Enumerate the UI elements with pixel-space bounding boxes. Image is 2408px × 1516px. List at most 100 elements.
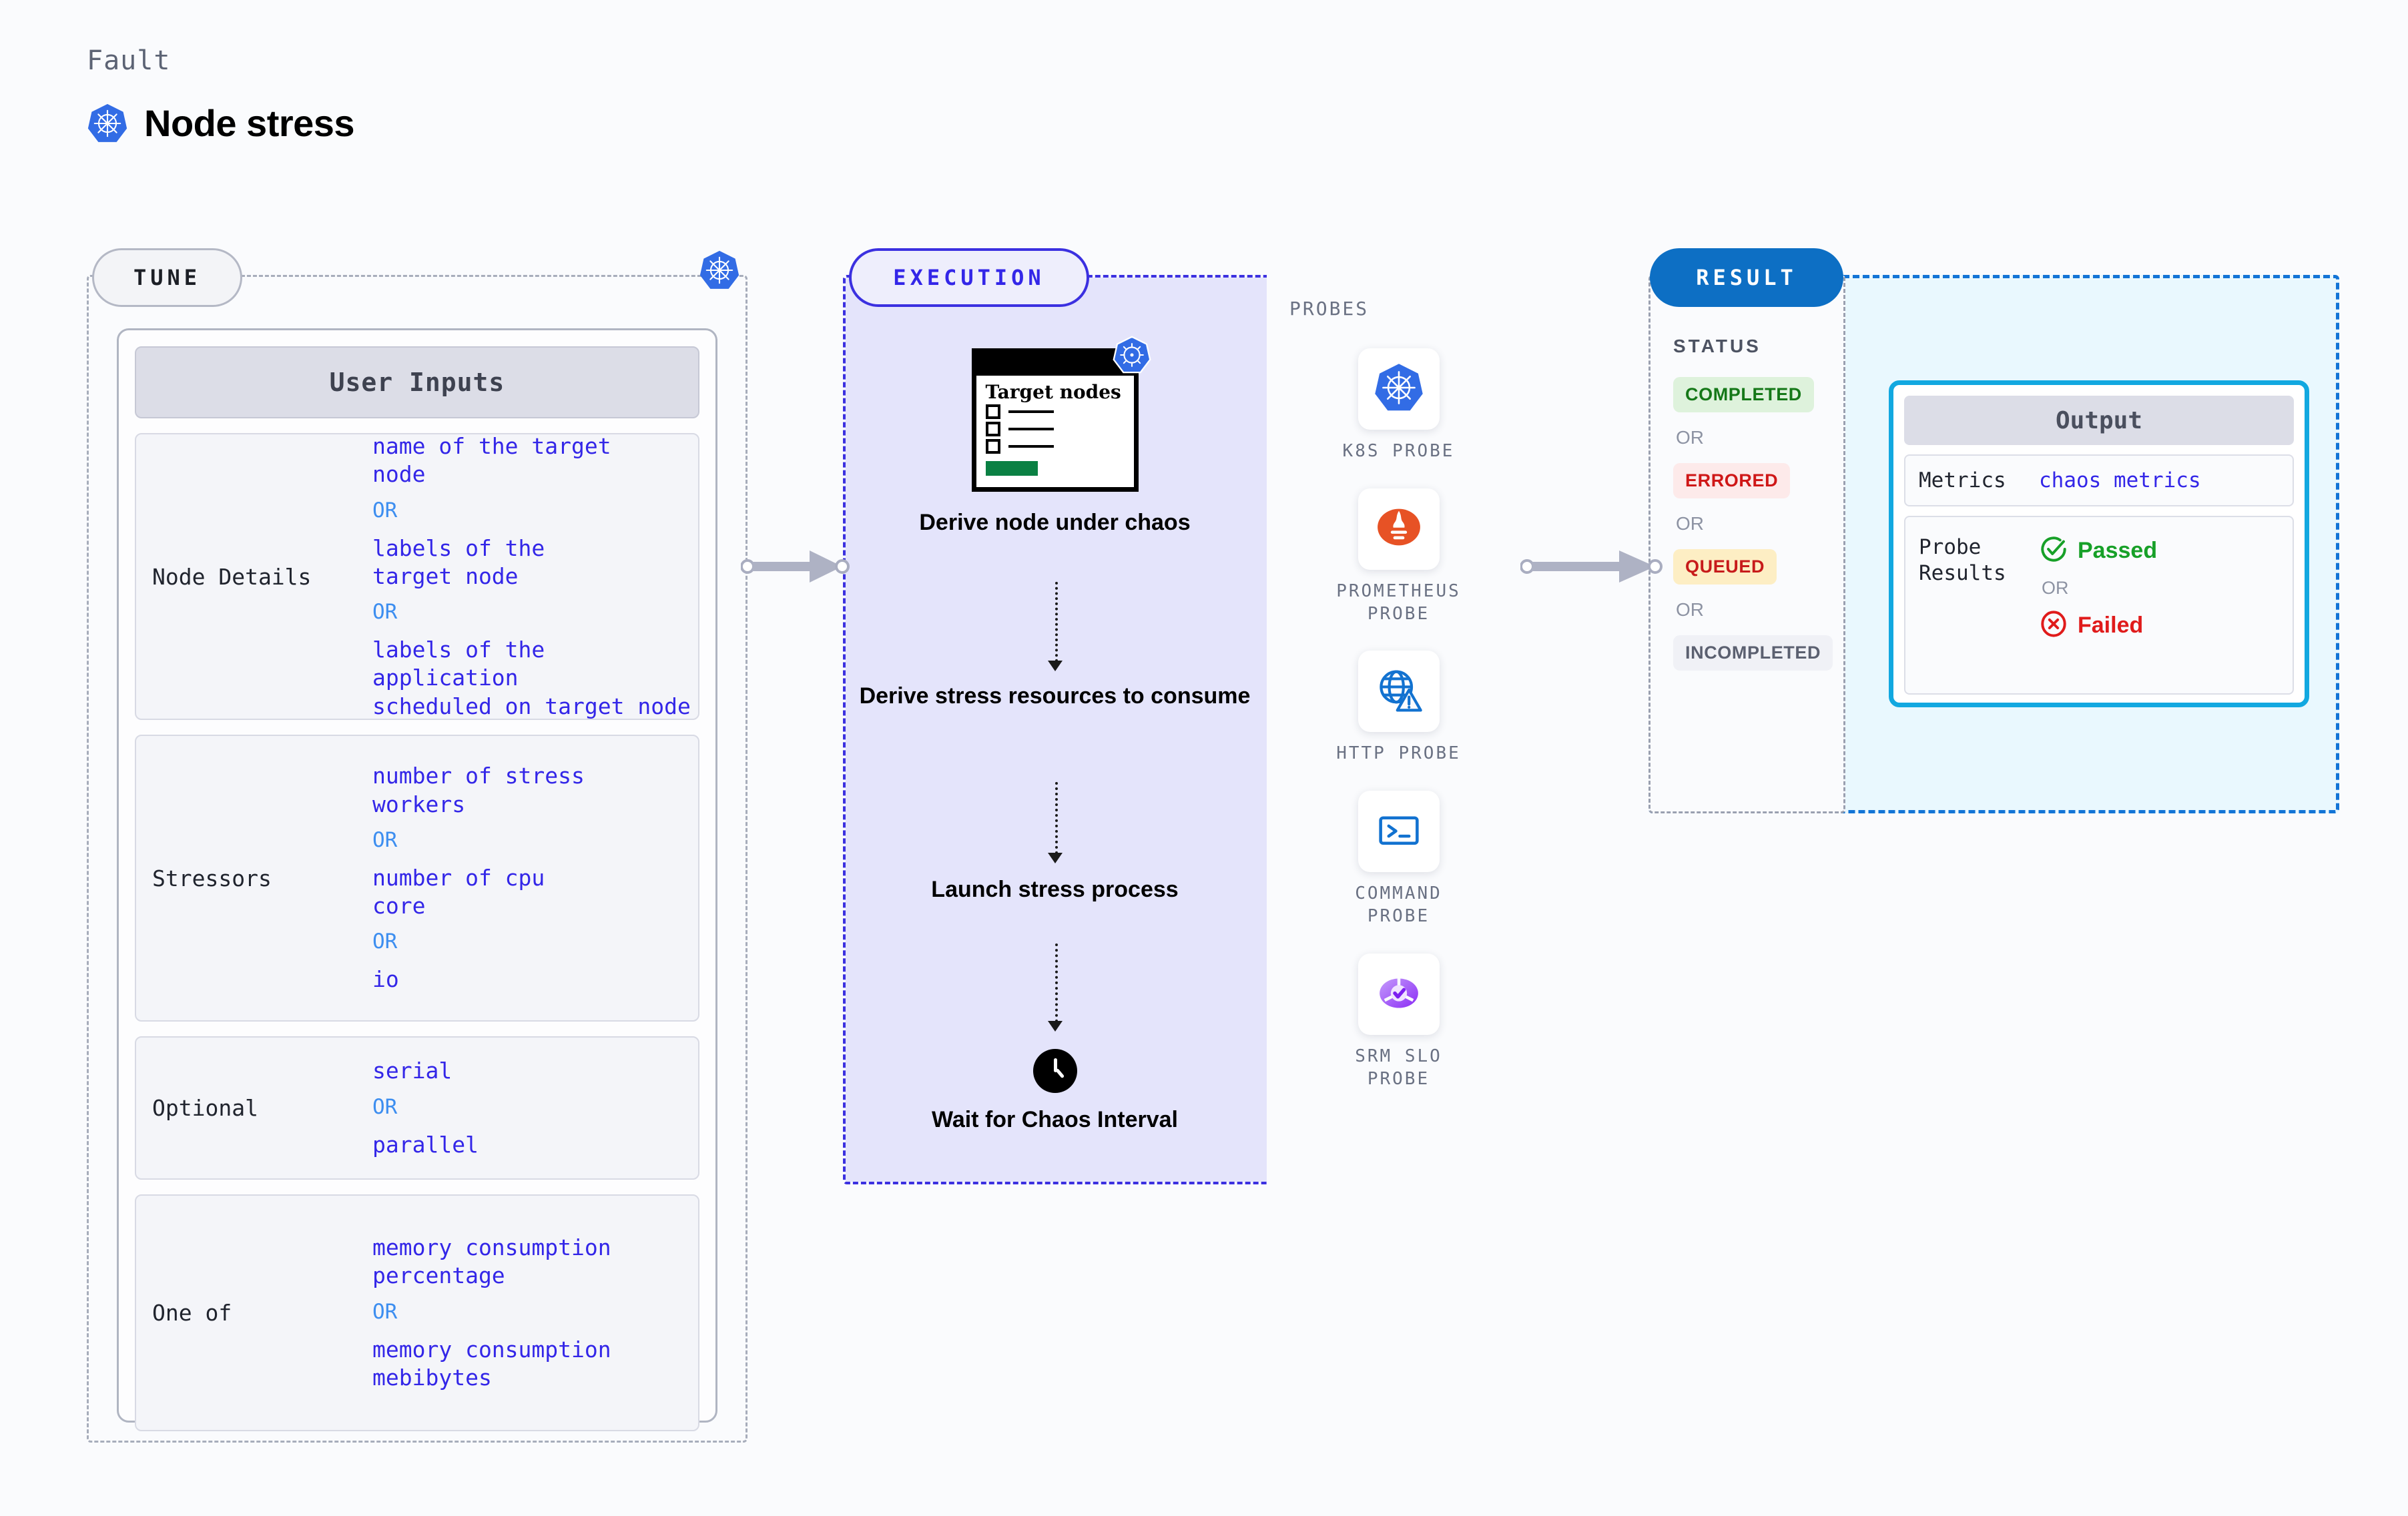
page-title: Node stress [144,102,355,144]
stage-badge-result[interactable]: RESULT [1650,248,1843,307]
input-value: labels of the target node [372,534,545,589]
connector-execution-to-result [1520,546,1664,591]
check-circle-icon [2039,534,2068,567]
or-separator: OR [372,929,398,954]
output-row-label: Probe Results [1919,535,2006,585]
prometheus-icon [1374,502,1424,556]
probe-item-prometheus[interactable]: PROMETHEUS PROBE [1267,488,1530,626]
probe-result-label: Passed [2078,538,2158,563]
clock-icon [1032,1049,1077,1093]
input-group-node-details: Node Details name of the target node OR … [135,433,699,720]
output-row-label: Metrics [1919,468,2006,492]
stage-badge-execution[interactable]: EXECUTION [849,248,1089,307]
or-separator: OR [372,1094,398,1119]
kubernetes-icon [1374,362,1424,416]
terminal-icon [1374,805,1424,859]
x-circle-icon [2039,609,2068,642]
input-group-values: memory consumption percentage OR memory … [372,1234,691,1392]
probe-item-http[interactable]: HTTP PROBE [1267,651,1530,765]
input-group-label: One of [152,1300,232,1326]
window-titlebar [976,353,1134,376]
or-separator: OR [372,1299,398,1324]
tune-region [87,275,747,1443]
checkbox-row [976,436,1134,454]
probe-tile[interactable] [1358,488,1440,570]
status-badge-incompleted: INCOMPLETED [1673,635,1833,671]
http-globe-warning-icon [1374,665,1424,719]
probe-tile[interactable] [1358,791,1440,873]
status-badge-completed: COMPLETED [1673,377,1814,412]
input-value: number of stress workers [372,763,585,817]
flow-step-label: Launch stress process [931,877,1179,902]
line-placeholder [1008,428,1054,431]
output-title: Output [1904,396,2294,445]
input-group-label: Optional [152,1095,258,1121]
probe-tile[interactable] [1358,348,1440,430]
connector-tune-to-execution [740,546,851,591]
status-list: COMPLETED OR ERRORED OR QUEUED OR INCOMP… [1673,377,1833,671]
input-value: number of cpu core [372,864,545,919]
probes-title: PROBES [1289,298,1370,320]
probe-label: SRM SLO PROBE [1355,1046,1442,1089]
flow-step-label: Wait for Chaos Interval [931,1107,1179,1132]
input-value: labels of the application scheduled on t… [372,637,691,719]
checkbox-icon [985,404,1000,420]
input-group-label: Node Details [152,563,312,590]
flow-arrow-line [1055,943,1058,1022]
probe-result-failed: Failed [2039,609,2157,642]
probe-result-values: Passed OR Failed [2039,534,2157,642]
status-badge-queued: QUEUED [1673,549,1777,585]
flow-step-label: Derive node under chaos [919,510,1191,535]
output-row-value: chaos metrics [2039,468,2201,492]
flow-arrow-head [1047,1021,1063,1032]
checkbox-row [976,402,1134,420]
or-separator: OR [1676,513,1704,534]
input-value: memory consumption mebibytes [372,1336,611,1391]
checkbox-icon [985,439,1000,454]
or-separator: OR [372,600,398,625]
output-row-metrics: Metrics chaos metrics [1904,454,2294,506]
probe-result-label: Failed [2078,613,2144,638]
input-group-stressors: Stressors number of stress workers OR nu… [135,735,699,1022]
probe-label: K8S PROBE [1342,441,1455,461]
probe-item-k8s[interactable]: K8S PROBE [1267,348,1530,463]
probes-column: PROBES [1267,275,1530,1184]
probe-tile[interactable] [1358,651,1440,733]
input-value: name of the target node [372,433,611,488]
output-card: Output Metrics chaos metrics Probe Resul… [1889,380,2309,707]
probe-item-srm-slo[interactable]: SRM SLO PROBE [1267,953,1530,1091]
input-value: io [372,966,399,993]
kubernetes-icon [1112,336,1151,378]
output-row-probe-results: Probe Results Passed OR [1904,516,2294,695]
probe-tile[interactable] [1358,953,1440,1035]
or-separator: OR [372,498,398,522]
probe-item-command[interactable]: COMMAND PROBE [1267,791,1530,928]
flow-step-label: Derive stress resources to consume [859,683,1251,709]
target-nodes-title: Target nodes [985,381,1121,403]
input-value: memory consumption percentage [372,1234,611,1289]
srm-slo-icon [1374,967,1424,1021]
target-nodes-window-icon: Target nodes [971,336,1151,492]
input-group-values: number of stress workers OR number of cp… [372,762,691,994]
or-separator: OR [1676,427,1704,448]
probes-list: K8S PROBE PROMETHEUS PROBE [1267,348,1530,1090]
page-header: Fault [87,45,355,145]
checkbox-icon [985,422,1000,437]
stage-badge-tune[interactable]: TUNE [92,248,242,307]
or-separator: OR [2042,578,2069,598]
input-group-values: name of the target node OR labels of the… [372,432,691,721]
fault-title-row: Node stress [87,101,355,145]
flow-arrow-head [1047,661,1063,671]
probe-label: HTTP PROBE [1336,743,1461,764]
line-placeholder [1008,410,1054,414]
input-value: parallel [372,1131,479,1158]
checkbox-row [976,419,1134,437]
or-separator: OR [1676,599,1704,620]
input-value: serial [372,1058,453,1084]
input-group-one-of: One of memory consumption percentage OR … [135,1194,699,1431]
input-group-values: serial OR parallel [372,1057,691,1158]
or-separator: OR [372,827,398,852]
fault-kicker: Fault [87,45,171,76]
line-placeholder [1008,445,1054,448]
user-inputs-card: User Inputs Node Details name of the tar… [117,328,717,1431]
